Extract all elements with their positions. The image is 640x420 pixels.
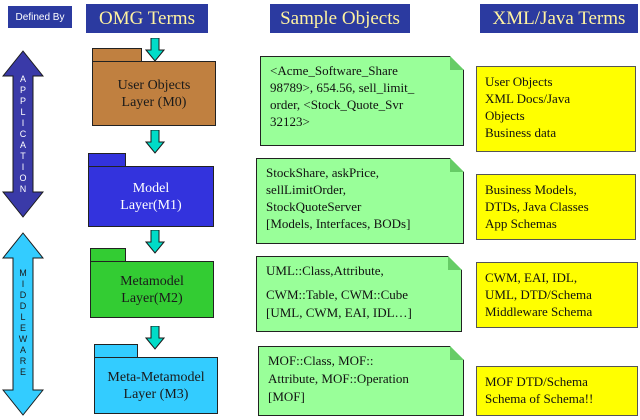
side-label-letter: D: [19, 301, 27, 311]
sample-objects-m3: MOF::Class, MOF:: Attribute, MOF::Operat…: [258, 346, 464, 416]
sample-line: 32123>: [270, 114, 310, 129]
layer-m1-label: Model Layer(M1): [88, 166, 214, 227]
term-line: DTDs, Java Classes: [485, 199, 589, 214]
term-line: XML Docs/Java: [485, 91, 571, 106]
side-label-letter: A: [19, 345, 26, 355]
term-line: Objects: [485, 108, 525, 123]
side-label-letter: W: [18, 334, 28, 344]
sample-line: CWM::Table, CWM::Cube: [266, 287, 409, 302]
down-arrow-icon: [145, 326, 165, 350]
layer-m3-folder: Meta-Metamodel Layer (M3): [94, 344, 218, 414]
note-fold: [450, 346, 464, 360]
side-label-letter: P: [19, 84, 26, 95]
sample-line: StockShare, askPrice,: [266, 165, 380, 180]
side-label-letter: I: [21, 161, 25, 172]
sample-objects-m2: UML::Class,Attribute, CWM::Table, CWM::C…: [256, 256, 462, 332]
side-label-letter: L: [20, 106, 26, 117]
xml-java-terms-m0: User Objects XML Docs/Java Objects Busin…: [476, 66, 636, 152]
sample-objects-m0: <Acme_Software_Share 98789>, 654.56, sel…: [260, 56, 464, 146]
sample-line: Attribute, MOF::Operation: [268, 371, 409, 386]
side-label-letter: M: [19, 268, 27, 278]
side-label-letter: T: [20, 150, 26, 161]
note-fold: [450, 56, 464, 70]
side-label-letter: N: [19, 183, 27, 194]
sample-line: UML::Class,Attribute,: [266, 263, 384, 278]
down-arrow-icon: [145, 38, 165, 62]
sample-line: sellLimitOrder,: [266, 182, 346, 197]
term-line: Schema of Schema!!: [485, 391, 594, 406]
layer-m2-folder: Metamodel Layer(M2): [90, 248, 214, 318]
down-arrow-icon: [145, 230, 165, 254]
layer-m2-label: Metamodel Layer(M2): [90, 261, 214, 318]
term-line: Business Models,: [485, 182, 577, 197]
defined-by-header: Defined By: [8, 6, 72, 28]
layer-m0-label: User Objects Layer (M0): [92, 61, 216, 126]
side-label-letter: C: [19, 128, 27, 139]
sample-objects-m1: StockShare, askPrice, sellLimitOrder, St…: [256, 158, 464, 244]
sample-line: StockQuoteServer: [266, 199, 362, 214]
note-fold: [450, 158, 464, 172]
xml-java-terms-m1: Business Models, DTDs, Java Classes App …: [476, 174, 636, 240]
xml-java-terms-header: XML/Java Terms: [480, 4, 638, 33]
sample-line: [UML, CWM, EAI, IDL…]: [266, 305, 412, 320]
side-label-letter: I: [21, 279, 25, 289]
side-label-letter: I: [21, 117, 25, 128]
term-line: Middleware Schema: [485, 304, 593, 319]
layer-m3-label: Meta-Metamodel Layer (M3): [94, 357, 218, 414]
note-fold: [448, 256, 462, 270]
middleware-arrow-icon: [2, 232, 44, 416]
sample-line: order, <Stock_Quote_Svr: [270, 97, 404, 112]
side-label-letter: E: [19, 323, 26, 333]
application-arrow-icon: [2, 50, 44, 218]
term-line: User Objects: [485, 74, 553, 89]
down-arrow-icon: [145, 130, 165, 154]
sample-line: MOF::Class, MOF::: [268, 353, 374, 368]
xml-java-terms-m3: MOF DTD/Schema Schema of Schema!!: [476, 366, 638, 416]
side-label-letter: A: [19, 139, 26, 150]
term-line: App Schemas: [485, 216, 557, 231]
layer-m1-folder: Model Layer(M1): [88, 153, 214, 227]
side-label-letter: A: [19, 73, 26, 84]
term-line: Business data: [485, 125, 557, 140]
sample-objects-header: Sample Objects: [270, 4, 410, 33]
side-label-letter: L: [20, 312, 26, 322]
side-label-letter: P: [19, 95, 26, 106]
side-label-letter: R: [19, 356, 27, 366]
side-label-letter: O: [19, 172, 27, 183]
side-label-letter: D: [19, 290, 27, 300]
term-line: CWM, EAI, IDL,: [485, 270, 578, 285]
sample-line: [Models, Interfaces, BODs]: [266, 216, 411, 231]
sample-line: <Acme_Software_Share: [270, 63, 398, 78]
term-line: UML, DTD/Schema: [485, 287, 592, 302]
sample-line: 98789>, 654.56, sell_limit_: [270, 80, 415, 95]
omg-terms-header: OMG Terms: [86, 4, 208, 33]
layer-m0-folder: User Objects Layer (M0): [92, 48, 216, 126]
side-label-letter: E: [19, 367, 26, 377]
term-line: MOF DTD/Schema: [485, 374, 588, 389]
sample-line: [MOF]: [268, 389, 305, 404]
xml-java-terms-m2: CWM, EAI, IDL, UML, DTD/Schema Middlewar…: [476, 262, 638, 328]
